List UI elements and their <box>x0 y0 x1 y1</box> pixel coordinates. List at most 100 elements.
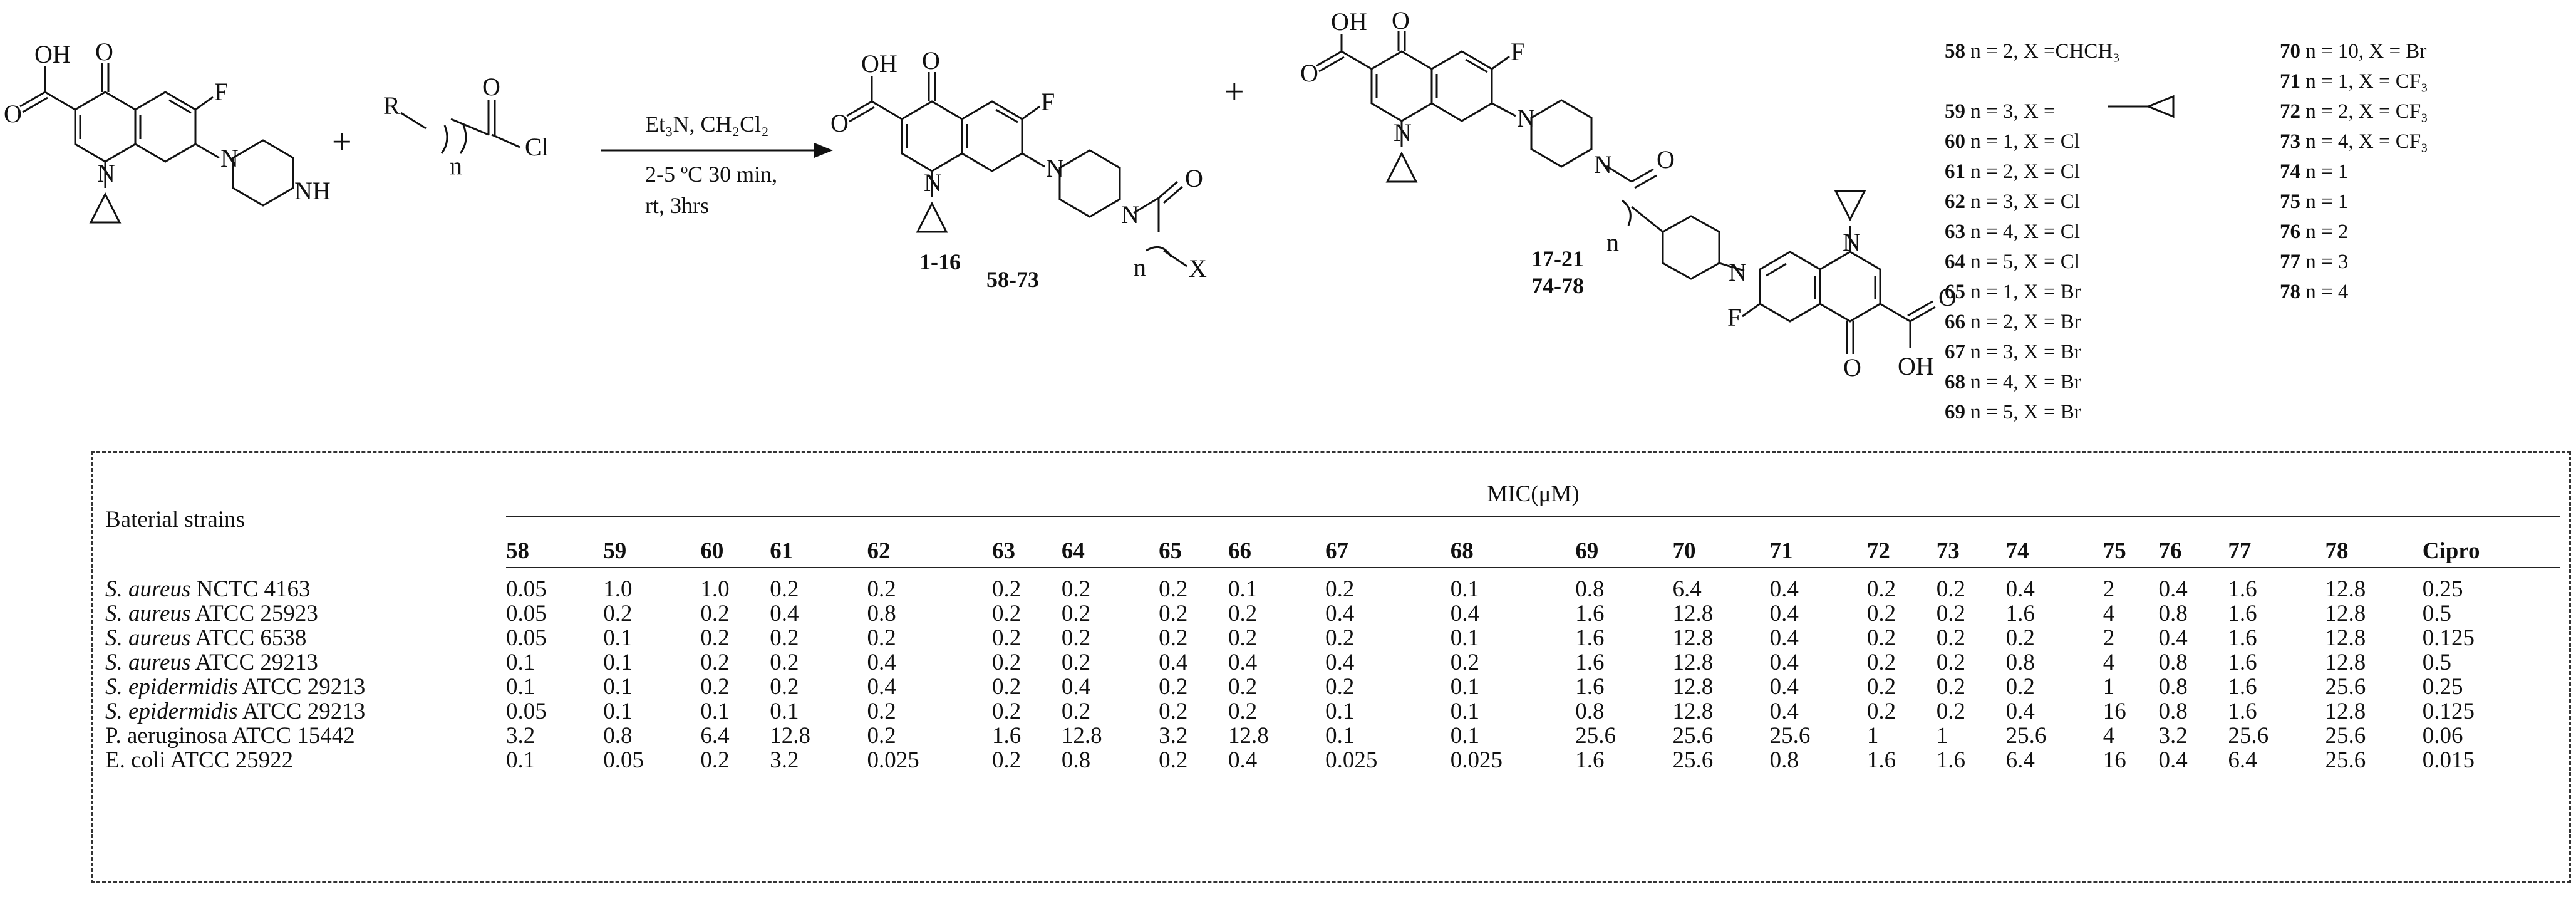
mic-value: 16 <box>2103 699 2126 724</box>
compound-column-header: 75 <box>2103 516 2159 568</box>
strain-name: S. epidermidis ATCC 29213 <box>105 675 506 699</box>
mic-value: 0.2 <box>1936 576 1965 602</box>
legend-entry: 73 n = 4, X = CF₃ <box>2280 127 2555 157</box>
compound-column-header: 73 <box>1936 516 2006 568</box>
compound-column-header: 77 <box>2228 516 2325 568</box>
legend-description: n = 3, X = <box>1965 100 2056 123</box>
mic-value: 1.6 <box>1575 747 1605 773</box>
compound-column-header: 71 <box>1769 516 1867 568</box>
species-name: S. aureus <box>105 650 191 675</box>
mic-value: 1.6 <box>2228 674 2257 700</box>
svg-text:Cl: Cl <box>525 133 549 161</box>
species-name: S. aureus <box>105 625 191 651</box>
legend-entry: 76 n = 2 <box>2280 217 2555 247</box>
svg-text:O: O <box>1300 59 1318 87</box>
reaction-scheme: OH O O F N N NH + R O Cl n Et₃N, CH₂Cl₂ … <box>4 6 1957 382</box>
mic-value: 12.8 <box>2325 625 2366 651</box>
mic-value: 0.2 <box>2005 625 2035 651</box>
mic-value: 0.8 <box>2158 674 2188 700</box>
legend-compound-number: 67 <box>1945 341 1965 363</box>
mic-value: 0.025 <box>1450 747 1503 773</box>
mic-value: 0.8 <box>2005 650 2035 675</box>
legend-description: n = 1, X = Cl <box>1965 130 2080 153</box>
mic-value: 12.8 <box>1061 723 1102 749</box>
svg-text:O: O <box>1185 164 1203 192</box>
mic-value: 0.2 <box>1228 674 1258 700</box>
mic-value: 0.1 <box>1325 699 1355 724</box>
mic-value: 0.2 <box>1061 625 1091 651</box>
mic-value: 1.6 <box>2228 699 2257 724</box>
legend-description: n = 2, X = CF₃ <box>2300 100 2428 123</box>
compound-column-header: 67 <box>1325 516 1451 568</box>
mic-value: 1.6 <box>1575 674 1605 700</box>
mic-value: 0.05 <box>603 747 644 773</box>
product-1-labels: OH O O F N N N O n X <box>830 46 1207 283</box>
mic-value: 1 <box>2103 674 2115 700</box>
legend-compound-number: 60 <box>1945 130 1965 153</box>
mic-value: 0.4 <box>1450 601 1479 626</box>
mic-value: 12.8 <box>2325 650 2366 675</box>
legend-description: n = 1, X = Br <box>1965 281 2081 303</box>
mic-value: 0.1 <box>1325 723 1355 749</box>
compound-column-header: 61 <box>770 516 867 568</box>
mic-value: 12.8 <box>1228 723 1269 749</box>
strain-id: ATCC 29213 <box>237 674 366 700</box>
mic-value: 25.6 <box>1769 723 1811 749</box>
mic-value: 0.2 <box>770 674 799 700</box>
compound-column-header: 63 <box>992 516 1062 568</box>
legend-description: n = 10, X = Br <box>2300 40 2427 63</box>
mic-value: 1.6 <box>2228 650 2257 675</box>
legend-entry: 72 n = 2, X = CF₃ <box>2280 96 2555 127</box>
mic-value: 0.2 <box>1159 601 1188 626</box>
legend-entry: 70 n = 10, X = Br <box>2280 36 2555 66</box>
mic-value: 1.6 <box>1866 747 1896 773</box>
mic-value: 1.6 <box>2228 601 2257 626</box>
atom-label: OH <box>34 40 71 68</box>
mic-value: 0.5 <box>2422 601 2451 626</box>
svg-text:n: n <box>450 152 462 180</box>
mic-value: 0.1 <box>506 650 535 675</box>
mic-value: 0.4 <box>770 601 799 626</box>
product-1-id-a: 1-16 <box>919 249 961 274</box>
legend-compound-number: 71 <box>2280 70 2300 93</box>
legend-compound-number: 61 <box>1945 160 1965 183</box>
compound-column-header: 70 <box>1672 516 1770 568</box>
svg-text:R: R <box>383 91 400 120</box>
svg-text:n: n <box>1606 228 1619 256</box>
legend-description: n = 4, X = Cl <box>1965 221 2080 243</box>
mic-value: 0.2 <box>867 723 896 749</box>
mic-value: 25.6 <box>2228 723 2269 749</box>
mic-value: 25.6 <box>2325 747 2366 773</box>
legend-compound-number: 72 <box>2280 100 2300 123</box>
mic-value: 0.025 <box>1325 747 1378 773</box>
mic-value: 25.6 <box>1575 723 1616 749</box>
mic-value: 0.4 <box>2005 699 2035 724</box>
mic-value: 1.6 <box>1575 625 1605 651</box>
atom-label: O <box>95 38 113 66</box>
mic-value: 0.2 <box>992 747 1022 773</box>
mic-value: 0.8 <box>867 601 896 626</box>
mic-value: 0.125 <box>2422 699 2475 724</box>
mic-value: 25.6 <box>2005 723 2047 749</box>
legend-entry: 64 n = 5, X = Cl <box>1945 247 2245 277</box>
mic-value: 0.125 <box>2422 625 2475 651</box>
mic-value: 0.2 <box>867 625 896 651</box>
mic-value: 25.6 <box>2325 723 2366 749</box>
mic-value: 1.6 <box>1936 747 1965 773</box>
legend-entry: 65 n = 1, X = Br <box>1945 277 2245 307</box>
mic-value: 0.4 <box>1061 674 1091 700</box>
mic-value: 0.1 <box>1450 699 1479 724</box>
legend-compound-number: 58 <box>1945 40 1965 63</box>
mic-value: 0.4 <box>2158 625 2188 651</box>
species-name: E. coli <box>105 747 166 773</box>
mic-value: 12.8 <box>2325 601 2366 626</box>
mic-value: 4 <box>2103 723 2115 749</box>
mic-value: 6.4 <box>2005 747 2035 773</box>
mic-value: 0.4 <box>1769 674 1799 700</box>
mic-value: 0.2 <box>1061 699 1091 724</box>
mic-value: 0.2 <box>867 576 896 602</box>
